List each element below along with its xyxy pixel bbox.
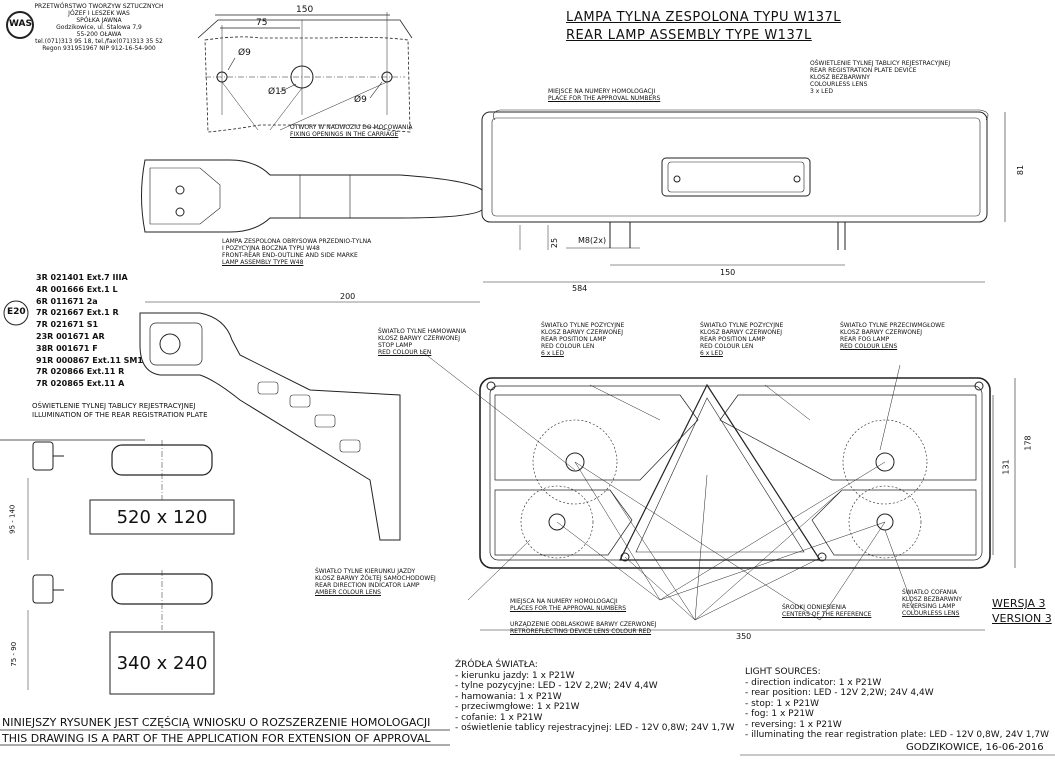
light-sources-en: LIGHT SOURCES: - direction indicator: 1 …	[745, 667, 1050, 740]
dim-178: 178	[1023, 435, 1033, 451]
approval-numbers-list: 3R 021401 Ext.7 IIIA 4R 001666 Ext.1 L 6…	[36, 273, 143, 389]
plate-illumination-label: OŚWIETLENIE TYLNEJ TABLICY REJESTRACYJNE…	[32, 402, 208, 419]
stop-lamp-label: ŚWIATŁO TYLNE HAMOWANIA KLOSZ BARWY CZER…	[378, 328, 467, 356]
hole-dia-9-right: Ø9	[354, 95, 367, 105]
version-pl: WERSJA 3	[992, 597, 1046, 610]
indicator-lamp-label: ŚWIATŁO TYLNE KIERUNKU JAZDY KLOSZ BARWY…	[315, 568, 436, 596]
position-lamp-label-left: ŚWIATŁO TYLNE POZYCYJNE KLOSZ BARWY CZER…	[541, 322, 625, 357]
dim-81: 81	[1016, 164, 1026, 176]
w48-label: LAMPA ZESPOLONA OBRYSOWA PRZEDNIO-TYLNA …	[222, 238, 372, 266]
position-lamp-label-right: ŚWIATŁO TYLNE POZYCYJNE KLOSZ BARWY CZER…	[700, 322, 784, 357]
hole-dia-15: Ø15	[268, 87, 287, 97]
dim-150-top: 150	[720, 268, 736, 277]
company-info: PRZETWÓRSTWO TWORZYW SZTUCZNYCH JÓZEF I …	[34, 3, 164, 52]
plate-height-a: 95 - 140	[8, 504, 17, 534]
reference-centers-label: ŚRODKI ODNIESIENIA CENTERS OF THE REFERE…	[782, 604, 872, 618]
dim-200: 200	[340, 292, 356, 301]
dim-25: 25	[550, 237, 560, 249]
plate-size-b: 340 x 240	[116, 652, 208, 674]
title-pl: LAMPA TYLNA ZESPOLONA TYPU W137L	[566, 10, 842, 25]
lamp-top-view	[481, 109, 1006, 283]
w48-arm-front-view	[139, 301, 480, 541]
plate-lamp-side-a	[27, 441, 64, 560]
place-date: GODZIKOWICE, 16-06-2016	[906, 742, 1044, 753]
plate-lamp-top-b	[111, 570, 213, 630]
dim-131: 131	[1001, 459, 1011, 475]
dim-584: 584	[572, 284, 588, 293]
plate-size-b-box	[109, 631, 215, 695]
version-en: VERSION 3	[992, 612, 1052, 625]
fixing-openings-label: OTWORY W NADWOZIU DO MOCOWANIA FIXING OP…	[290, 124, 413, 138]
plate-size-a-box	[89, 499, 235, 535]
lamp-front-view	[419, 349, 1016, 631]
top-approval-label: MIEJSCE NA NUMERY HOMOLOGACJI PLACE FOR …	[548, 88, 661, 102]
hole-dia-9-left: Ø9	[238, 48, 251, 58]
fog-lamp-label: ŚWIATŁO TYLNE PRZECIWMGŁOWE KLOSZ BARWY …	[840, 322, 945, 350]
thread-m8: M8(2x)	[578, 236, 607, 245]
e-mark: E20	[7, 307, 26, 317]
dim-350: 350	[736, 632, 752, 641]
dim-150-holes: 150	[296, 5, 314, 15]
plate-size-a: 520 x 120	[116, 506, 208, 528]
company-logo	[6, 11, 34, 39]
plate-height-b: 75 - 90	[10, 641, 19, 667]
retroreflector-label: URZĄDZENIE ODBLASKOWE BARWY CZERWONEJ RE…	[510, 621, 657, 635]
plate-lamp-side-b	[27, 574, 64, 690]
e-mark-circle	[3, 300, 29, 326]
reversing-lamp-label: ŚWIATŁO COFANIA KLOSZ BEZBARWNY REVERSIN…	[902, 589, 962, 617]
mounting-holes-diagram	[197, 12, 413, 133]
footer-pl: NINIEJSZY RYSUNEK JEST CZĘŚCIĄ WNIOSKU O…	[2, 716, 431, 729]
light-sources-pl: ŹRÓDŁA ŚWIATŁA: - kierunku jazdy: 1 x P2…	[455, 660, 735, 733]
title-en: REAR LAMP ASSEMBLY TYPE W137L	[566, 28, 812, 43]
approval-places-label: MIEJSCA NA NUMERY HOMOLOGACJI PLACES FOR…	[510, 598, 627, 612]
plate-lamp-top-a	[111, 440, 213, 500]
logo-text: WAS	[9, 19, 32, 29]
w48-arm-top-view	[141, 159, 483, 233]
footer-en: THIS DRAWING IS A PART OF THE APPLICATIO…	[2, 732, 431, 745]
top-plate-device-label: OŚWIETLENIE TYLNEJ TABLICY REJESTRACYJNE…	[810, 60, 951, 95]
dim-75-holes: 75	[256, 18, 268, 28]
